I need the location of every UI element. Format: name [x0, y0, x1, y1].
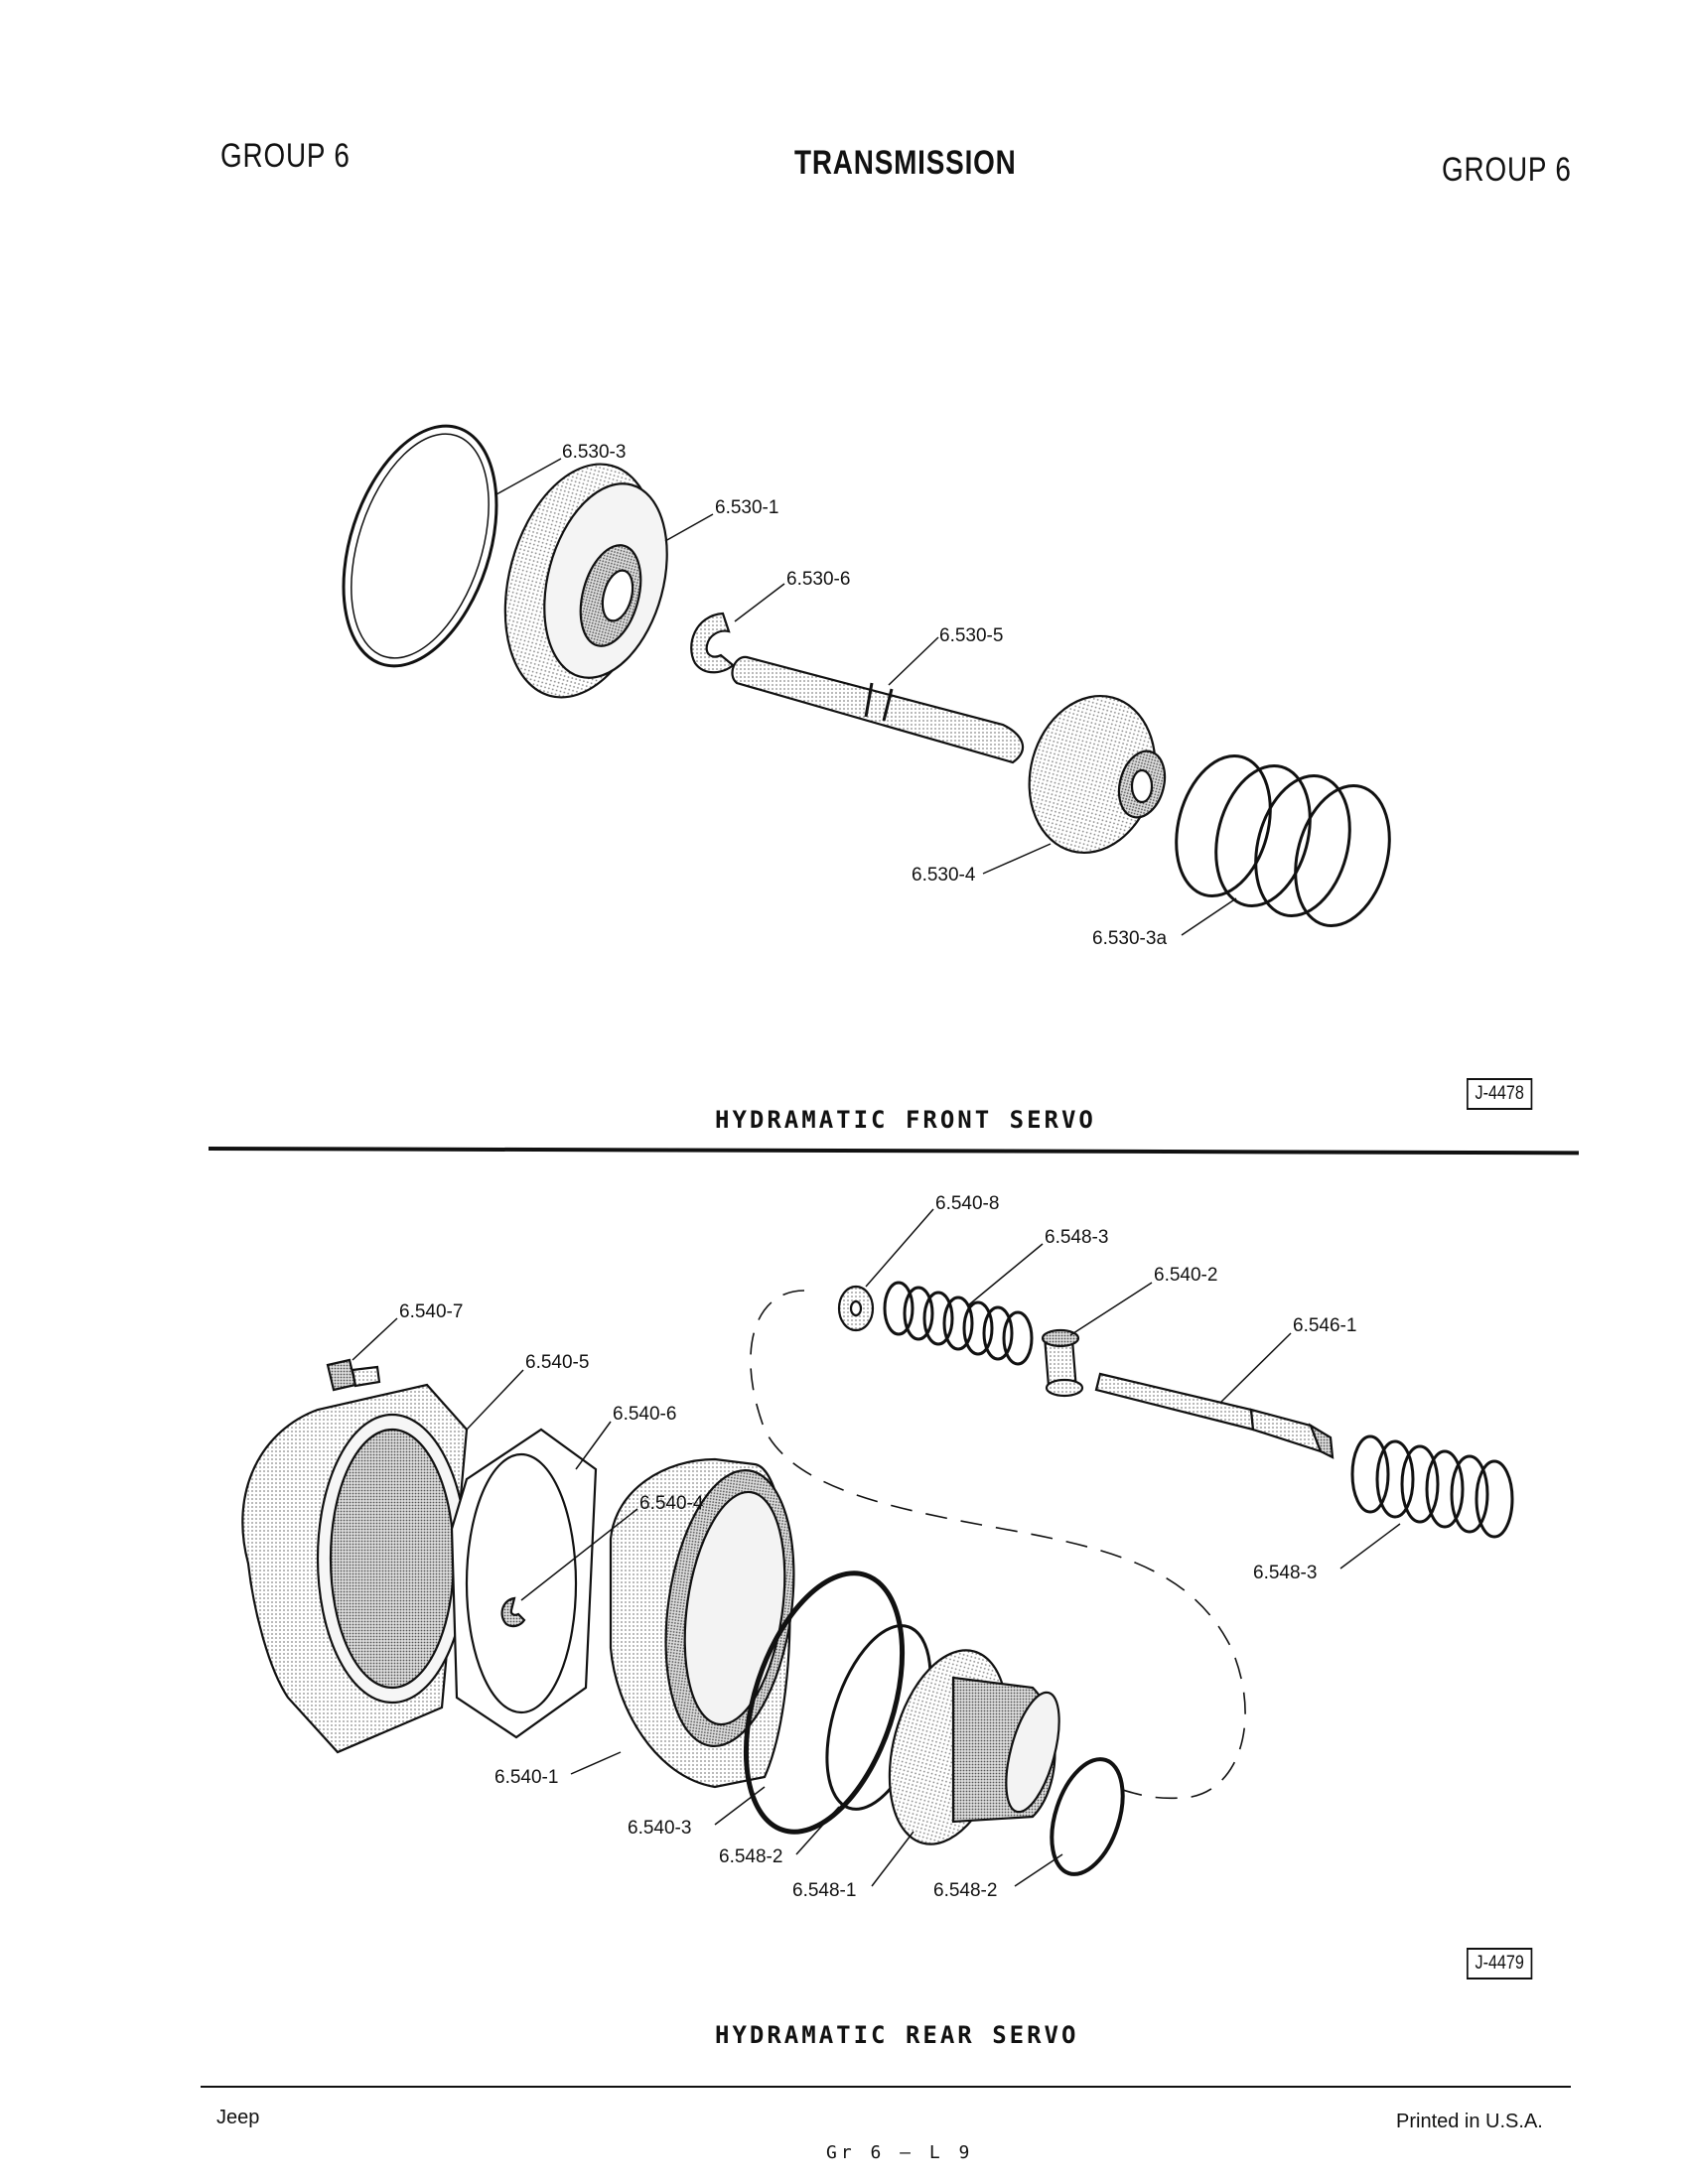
- part-rear-piston: [888, 1649, 1060, 1845]
- callout-label: 6.548-3: [1045, 1227, 1108, 1248]
- part-bolt: [326, 1358, 381, 1392]
- callout-label: 6.546-1: [1293, 1315, 1356, 1336]
- callout-label: 6.530-6: [786, 569, 850, 590]
- footer-brand: Jeep: [216, 2107, 260, 2128]
- figure-id-front: J-4478: [1467, 1078, 1533, 1110]
- part-servo-cover: [241, 1383, 469, 1754]
- callout-label: 6.530-4: [912, 865, 976, 886]
- part-spring: [1175, 753, 1391, 928]
- part-small-spring: [883, 1281, 1034, 1366]
- callout-label: 6.548-3: [1253, 1563, 1317, 1583]
- front-servo-callouts: 6.530-3 6.530-1 6.530-6 6.530-5 6.530-4 …: [562, 442, 1167, 949]
- part-retaining-clip: [690, 612, 735, 674]
- part-servo-rod: [731, 655, 1025, 764]
- caption-rear-servo: HYDRAMATIC REAR SERVO: [715, 2021, 1079, 2049]
- part-piston-clip: [500, 1596, 526, 1628]
- header-group-left: GROUP 6: [220, 137, 351, 175]
- caption-front-servo: HYDRAMATIC FRONT SERVO: [715, 1106, 1096, 1134]
- part-piston: [503, 463, 668, 699]
- callout-label: 6.540-3: [628, 1818, 691, 1839]
- part-o-ring: [743, 1570, 906, 1835]
- callout-label: 6.530-3a: [1092, 928, 1167, 949]
- part-bushing: [1041, 1328, 1084, 1398]
- part-piston-housing: [609, 1457, 795, 1789]
- part-large-spring: [1350, 1434, 1514, 1539]
- callout-label: 6.548-1: [792, 1880, 856, 1901]
- callout-label: 6.540-7: [399, 1301, 463, 1322]
- header-group-right: GROUP 6: [1442, 151, 1572, 189]
- part-snap-ring: [342, 424, 498, 668]
- footer-rule: [201, 2086, 1571, 2088]
- callout-label: 6.548-2: [933, 1880, 997, 1901]
- callout-label: 6.540-2: [1154, 1265, 1217, 1286]
- front-servo-illustration: [342, 424, 1391, 936]
- figure-id-rear: J-4479: [1467, 1948, 1533, 1979]
- callout-label: 6.530-5: [939, 625, 1003, 646]
- callout-label: 6.540-5: [525, 1352, 589, 1373]
- footer-page-number: Gr 6 – L 9: [826, 2142, 974, 2163]
- part-washer: [837, 1285, 875, 1332]
- part-rear-servo-rod: [1094, 1372, 1335, 1459]
- callout-label: 6.548-2: [719, 1846, 782, 1867]
- part-piston-cup: [1028, 694, 1167, 855]
- rear-servo-callouts: 6.540-8 6.548-3 6.540-2 6.546-1 6.540-7 …: [399, 1193, 1356, 1901]
- header-title: TRANSMISSION: [794, 144, 1017, 182]
- footer-printed: Printed in U.S.A.: [1396, 2111, 1543, 2132]
- callout-label: 6.540-4: [639, 1493, 704, 1514]
- callout-label: 6.540-8: [935, 1193, 999, 1214]
- part-gasket: [450, 1428, 598, 1739]
- callout-label: 6.530-3: [562, 442, 626, 463]
- part-snap-ring-rear: [1050, 1757, 1125, 1876]
- callout-label: 6.530-1: [715, 497, 778, 518]
- callout-label: 6.540-6: [613, 1404, 676, 1425]
- callout-label: 6.540-1: [494, 1767, 558, 1788]
- assembly-dash-path: [750, 1290, 1246, 1800]
- rear-servo-illustration: [241, 1208, 1514, 1887]
